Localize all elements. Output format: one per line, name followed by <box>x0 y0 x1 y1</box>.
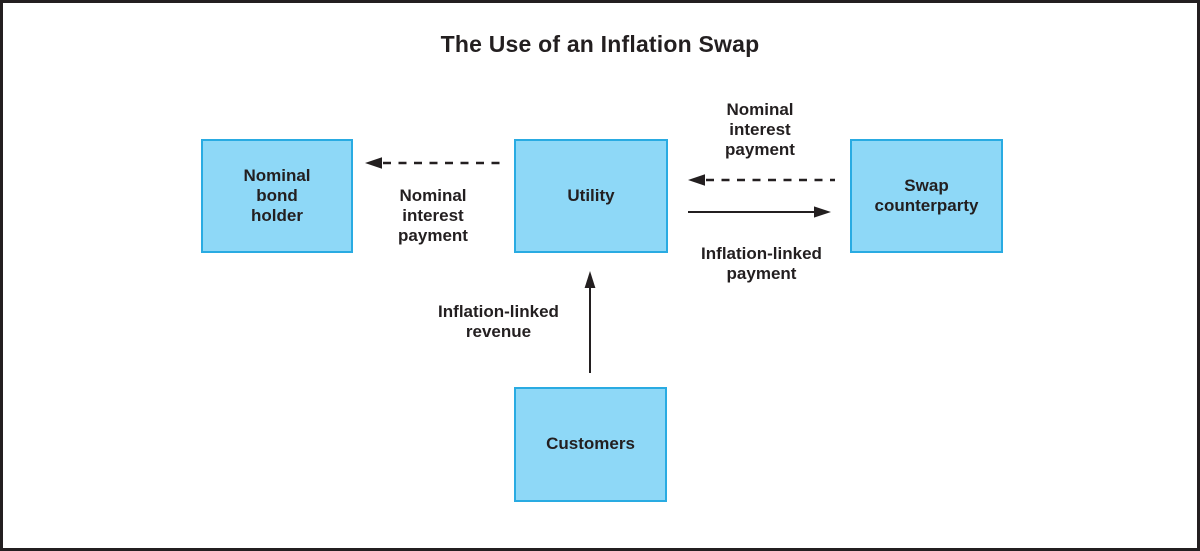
node-utility: Utility <box>514 139 668 253</box>
dashed-arrow-utility-to-bondholder <box>365 157 505 169</box>
diagram-title: The Use of an Inflation Swap <box>440 31 760 57</box>
solid-arrow-customers-to-utility <box>584 271 596 373</box>
right-arrowhead-icon <box>814 206 831 218</box>
node-customers: Customers <box>514 387 667 502</box>
dashed-arrow-counterparty-to-utility <box>688 174 835 186</box>
node-swap-counterparty: Swap counterparty <box>850 139 1003 253</box>
arrow-layer <box>365 157 835 373</box>
solid-arrow-utility-to-counterparty <box>688 206 831 218</box>
flow-label-inflation-linked-payment: Inflation-linked payment <box>701 244 822 283</box>
flow-label-inflation-linked-revenue: Inflation-linked revenue <box>438 302 559 341</box>
flow-label-nominal-interest-payment-right: Nominal interest payment <box>725 100 795 159</box>
up-arrowhead-icon <box>584 271 596 288</box>
node-nominal-bond-holder: Nominal bond holder <box>201 139 353 253</box>
flow-label-nominal-interest-payment-left: Nominal interest payment <box>398 186 468 245</box>
left-arrowhead-icon <box>688 174 705 186</box>
left-arrowhead-icon <box>365 157 382 169</box>
